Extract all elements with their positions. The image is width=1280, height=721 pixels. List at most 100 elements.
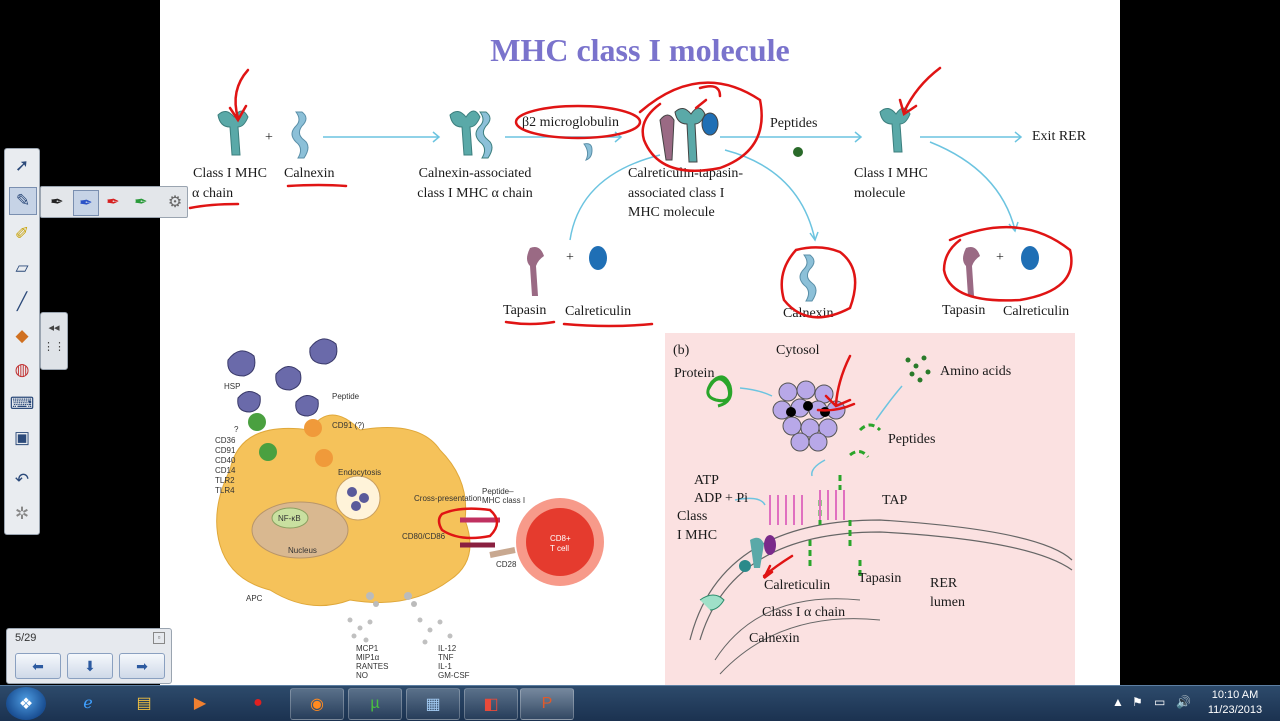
b2m-shape xyxy=(583,143,593,161)
plus-sign-3: + xyxy=(996,250,1004,265)
adp-pi-label: ADP + Pi xyxy=(694,491,749,506)
protein-coil xyxy=(706,375,733,408)
cross-presentation-label: Cross-presentation xyxy=(414,494,482,503)
panel-b-class1-shape xyxy=(699,535,776,611)
class1-alpha-label-2: α chain xyxy=(192,186,234,201)
shapes-icon[interactable]: ◆ xyxy=(15,326,29,345)
pen-icon[interactable]: ✎ xyxy=(9,187,37,215)
black-pen-icon[interactable]: ✒ xyxy=(50,194,64,211)
screen-capture-icon[interactable]: ▣ xyxy=(13,428,31,447)
tapasin-label: Tapasin xyxy=(503,303,547,318)
taskbar-powerpoint[interactable]: P xyxy=(520,688,574,720)
red-pen-icon[interactable]: ✒ xyxy=(106,194,120,211)
plus-sign: + xyxy=(265,130,273,145)
rer-label-2: lumen xyxy=(930,595,965,610)
tap-label: TAP xyxy=(882,493,908,508)
panel-b-peptides-label: Peptides xyxy=(888,432,936,447)
previous-slide-button[interactable]: ⬅ xyxy=(15,653,61,679)
calreticulin-assoc-label-2: associated class I xyxy=(628,186,725,201)
toolbar-collapse-tab[interactable]: ◂◂ ⋮⋮ xyxy=(40,312,68,370)
chemokine-label-2: RANTES xyxy=(356,662,389,671)
taskbar-internet-explorer[interactable]: ℯ xyxy=(62,688,114,718)
slide-navigator: 5/29 ▫ ⬅ ⬇ ➡ xyxy=(6,628,172,684)
class1-alpha-chain-shape xyxy=(217,110,249,156)
grip-icon: ⋮⋮ xyxy=(43,341,65,353)
taskbar-file-explorer[interactable]: ▤ xyxy=(118,688,170,718)
cytosol-label: Cytosol xyxy=(776,343,820,358)
utorrent-icon: µ xyxy=(370,695,380,712)
action-center-icon[interactable]: ⚑ xyxy=(1132,695,1143,709)
calnexin-assoc-label-1: Calnexin-associated xyxy=(418,166,532,181)
calnexin-assoc-shape xyxy=(449,110,493,159)
media-player-icon: ▶ xyxy=(193,695,207,712)
pen-settings-icon[interactable]: ⚙ xyxy=(167,194,183,211)
keyboard-icon[interactable]: ⌨ xyxy=(9,394,35,413)
panel-b-background xyxy=(665,333,1075,685)
class1-molecule-label-1: Class I MHC xyxy=(854,166,928,181)
page-count: 5/29 xyxy=(15,632,37,644)
start-button[interactable]: ❖ xyxy=(6,687,46,720)
undo-icon[interactable]: ↶ xyxy=(14,470,30,489)
highlighter-icon[interactable]: ✐ xyxy=(14,224,30,243)
plus-sign-2: + xyxy=(566,250,574,265)
endosome-shape xyxy=(335,475,381,521)
show-hidden-icons-icon[interactable]: ▲ xyxy=(1112,695,1124,709)
amino-acids-label: Amino acids xyxy=(940,364,1012,379)
endocytosis-label: Endocytosis xyxy=(338,468,382,477)
slide-list-button[interactable]: ⬇ xyxy=(67,653,113,679)
receptor-label-4: TLR2 xyxy=(215,476,235,485)
cd28-label: CD28 xyxy=(496,560,517,569)
taskbar-utorrent[interactable]: µ xyxy=(348,688,402,720)
peptide-mhc-label-1: Peptide– xyxy=(482,487,514,496)
arrow-down-icon: ⬇ xyxy=(84,657,96,674)
system-tray: ▲ ⚑ ▭ 🔊 10:10 AM 11/23/2013 xyxy=(1108,686,1280,721)
blue-pen-icon[interactable]: ✒ xyxy=(73,190,99,216)
eraser-icon[interactable]: ▱ xyxy=(15,258,29,277)
panel-b-class1-label-2: I MHC xyxy=(677,528,718,543)
windows-taskbar: ❖ ℯ ▤ ▶ ● ◉ µ ▦ ◧ P ▲ ⚑ ▭ 🔊 10:10 AM 11/… xyxy=(0,685,1280,721)
collapse-icon: ◂◂ xyxy=(48,322,60,334)
cytokine-label-3: GM-CSF xyxy=(438,671,470,680)
class1-molecule-shape xyxy=(879,107,911,153)
taskbar-paint-app[interactable]: ◧ xyxy=(464,688,518,720)
calreticulin-released-label: Calreticulin xyxy=(1003,304,1070,319)
taskbar-red-app[interactable]: ● xyxy=(232,688,284,718)
question-label: ? xyxy=(234,425,239,434)
close-icon[interactable]: ▫ xyxy=(153,632,165,644)
paint-icon: ◧ xyxy=(483,696,499,713)
cd8-label-1: CD8+ xyxy=(550,534,571,543)
settings-icon[interactable]: ✲ xyxy=(14,504,30,523)
calnexin-label: Calnexin xyxy=(284,166,335,181)
green-pen-icon[interactable]: ✒ xyxy=(134,194,148,211)
taskbar-firefox[interactable]: ◉ xyxy=(290,688,344,720)
taskbar-media-player[interactable]: ▶ xyxy=(174,688,226,718)
select-arrow-icon[interactable]: ➚ xyxy=(14,156,30,175)
tap-transporter-shape xyxy=(769,490,845,525)
chemokine-label-0: MCP1 xyxy=(356,644,379,653)
chemokine-label-1: MIP1α xyxy=(356,653,380,662)
peptide-mhc-label-2: MHC class I xyxy=(482,496,526,505)
red-circle-icon: ● xyxy=(253,694,263,711)
chemokine-label-3: NO xyxy=(356,671,368,680)
class1-molecule-label-2: molecule xyxy=(854,186,906,201)
next-slide-button[interactable]: ➡ xyxy=(119,653,165,679)
panel-b-class1-label-1: Class xyxy=(677,509,708,524)
clock-time[interactable]: 10:10 AM xyxy=(1211,689,1259,701)
nfkb-label: NF-κB xyxy=(278,514,301,523)
taskbar-document-app[interactable]: ▦ xyxy=(406,688,460,720)
tapasin-released-label: Tapasin xyxy=(942,303,986,318)
document-icon: ▦ xyxy=(425,696,441,713)
network-icon[interactable]: ▭ xyxy=(1154,695,1166,709)
fill-icon[interactable]: ◍ xyxy=(14,360,30,379)
tapasin-released-shape xyxy=(963,247,980,296)
protein-label: Protein xyxy=(674,366,715,381)
receptor-label-2: CD40 xyxy=(215,456,236,465)
calreticulin-shape xyxy=(589,246,607,270)
line-icon[interactable]: ╱ xyxy=(16,292,28,311)
volume-icon[interactable]: 🔊 xyxy=(1176,695,1191,709)
clock-date[interactable]: 11/23/2013 xyxy=(1207,704,1263,716)
calreticulin-label: Calreticulin xyxy=(565,304,632,319)
windows-logo-icon: ❖ xyxy=(18,695,34,713)
exit-rer-label: Exit RER xyxy=(1032,129,1087,144)
nucleus-label: Nucleus xyxy=(288,546,317,555)
